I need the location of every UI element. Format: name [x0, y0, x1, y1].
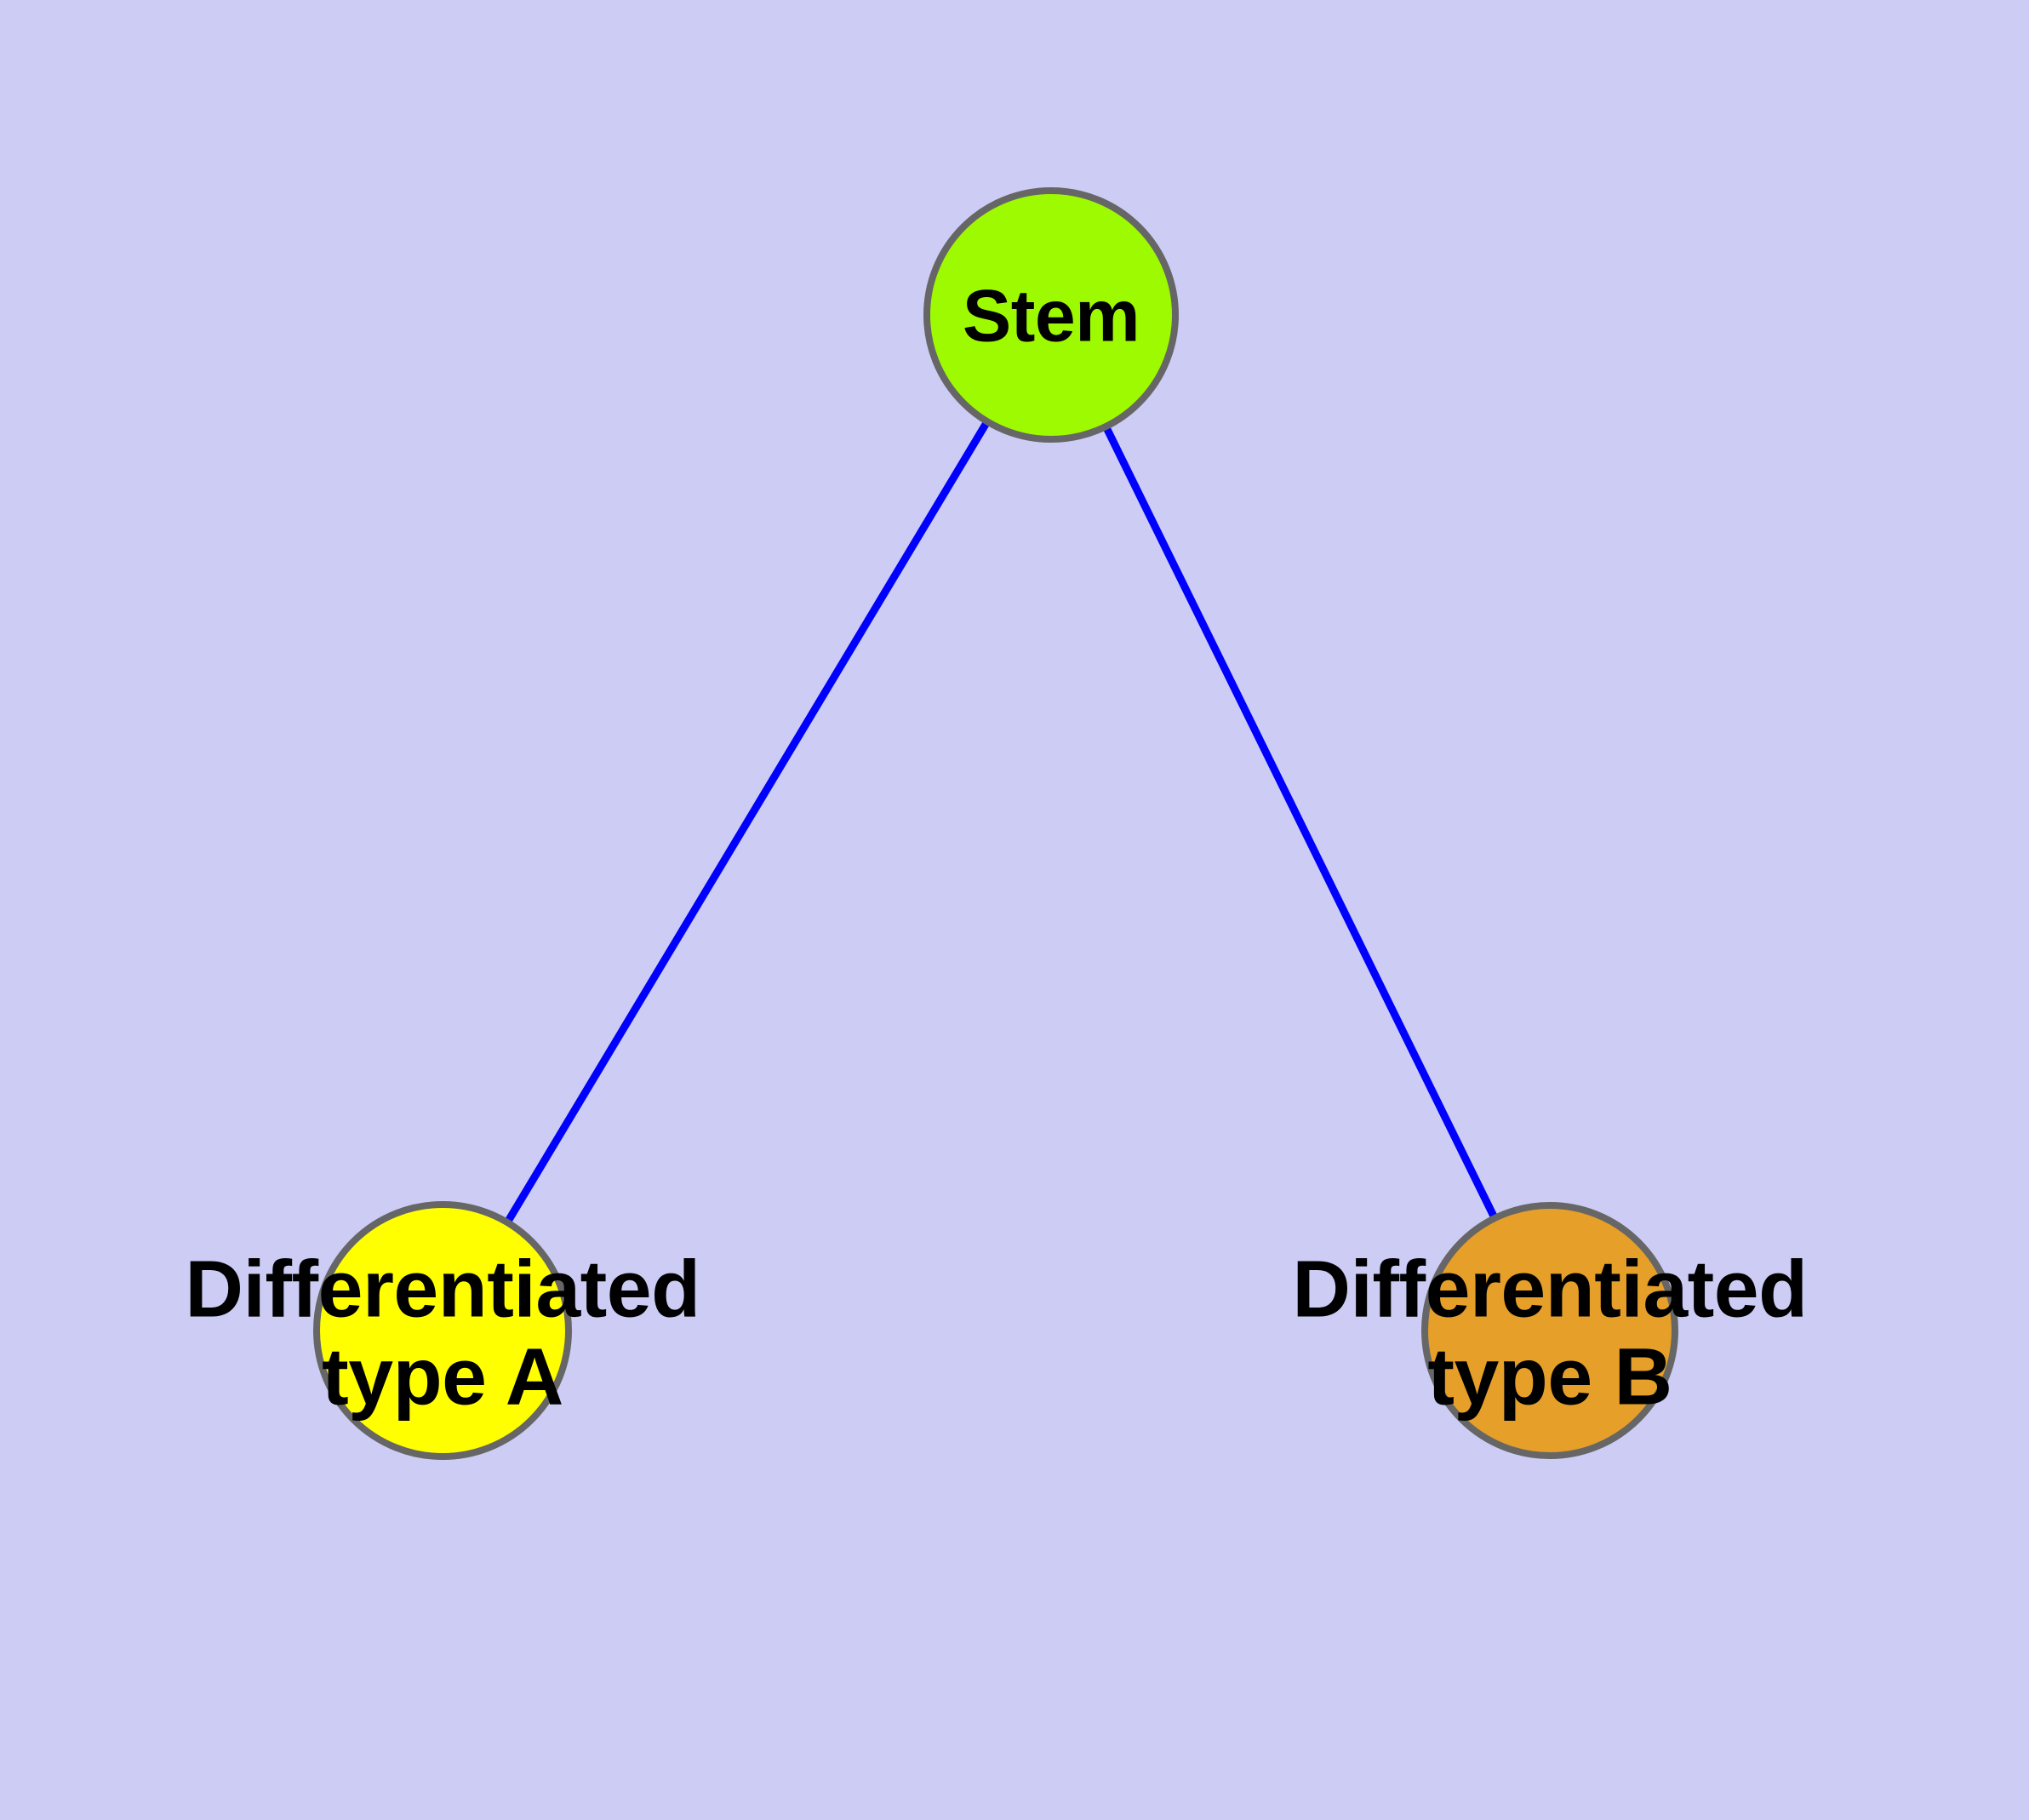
edge-stem-to-differentiated-type-a [439, 312, 1055, 1333]
node-differentiated-type-b[interactable] [1421, 1202, 1678, 1459]
node-differentiated-type-a[interactable] [313, 1201, 572, 1460]
edge-stem-to-differentiated-type-b [1047, 313, 1554, 1332]
node-stem[interactable] [923, 187, 1179, 443]
